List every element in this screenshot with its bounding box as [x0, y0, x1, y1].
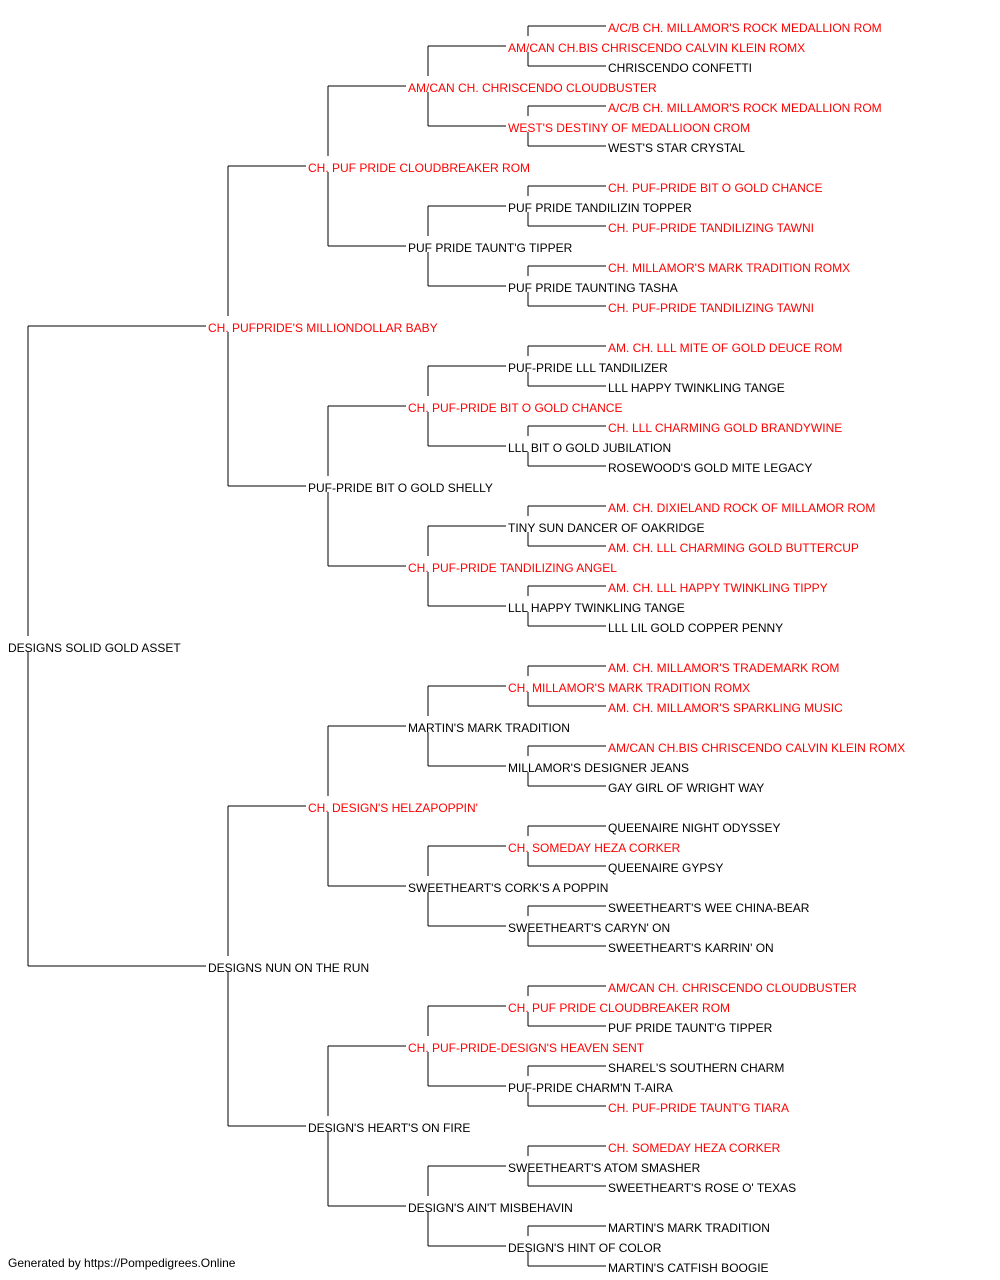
dog-name: A/C/B CH. MILLAMOR'S ROCK MEDALLION ROM: [608, 101, 882, 115]
dog-name: CH. PUF-PRIDE BIT O GOLD CHANCE: [408, 401, 622, 415]
dog-name: TINY SUN DANCER OF OAKRIDGE: [508, 521, 704, 535]
dog-name: SHAREL'S SOUTHERN CHARM: [608, 1061, 784, 1075]
dog-name: LLL HAPPY TWINKLING TANGE: [508, 601, 685, 615]
dog-name: LLL HAPPY TWINKLING TANGE: [608, 381, 785, 395]
dog-name: DESIGN'S AIN'T MISBEHAVIN: [408, 1201, 573, 1215]
dog-name: SWEETHEART'S KARRIN' ON: [608, 941, 774, 955]
dog-name: MARTIN'S MARK TRADITION: [408, 721, 570, 735]
dog-name: AM. CH. MILLAMOR'S TRADEMARK ROM: [608, 661, 839, 675]
dog-name: CH. PUF-PRIDE TANDILIZING TAWNI: [608, 221, 814, 235]
dog-name: CH. MILLAMOR'S MARK TRADITION ROMX: [608, 261, 850, 275]
dog-name: PUF-PRIDE BIT O GOLD SHELLY: [308, 481, 493, 495]
dog-name: CH. SOMEDAY HEZA CORKER: [508, 841, 681, 855]
dog-name: DESIGN'S HINT OF COLOR: [508, 1241, 662, 1255]
footer-credit: Generated by https://Pompedigrees.Online: [8, 1256, 236, 1270]
dog-name: QUEENAIRE NIGHT ODYSSEY: [608, 821, 780, 835]
dog-name: CH. SOMEDAY HEZA CORKER: [608, 1141, 781, 1155]
dog-name: DESIGN'S HEART'S ON FIRE: [308, 1121, 470, 1135]
dog-name: SWEETHEART'S ROSE O' TEXAS: [608, 1181, 796, 1195]
dog-name: PUF-PRIDE CHARM'N T-AIRA: [508, 1081, 673, 1095]
dog-name: AM/CAN CH.BIS CHRISCENDO CALVIN KLEIN RO…: [608, 741, 905, 755]
dog-name: AM. CH. MILLAMOR'S SPARKLING MUSIC: [608, 701, 843, 715]
dog-name: DESIGNS SOLID GOLD ASSET: [8, 641, 181, 655]
dog-name: CH. MILLAMOR'S MARK TRADITION ROMX: [508, 681, 750, 695]
dog-name: AM/CAN CH. CHRISCENDO CLOUDBUSTER: [408, 81, 657, 95]
dog-name: CH. PUF-PRIDE-DESIGN'S HEAVEN SENT: [408, 1041, 645, 1055]
dog-name: SWEETHEART'S ATOM SMASHER: [508, 1161, 701, 1175]
dog-name: CH. PUFPRIDE'S MILLIONDOLLAR BABY: [208, 321, 438, 335]
dog-name: MARTIN'S MARK TRADITION: [608, 1221, 770, 1235]
dog-name: WEST'S STAR CRYSTAL: [608, 141, 745, 155]
dog-name: WEST'S DESTINY OF MEDALLIOON CROM: [508, 121, 750, 135]
dog-name: LLL BIT O GOLD JUBILATION: [508, 441, 671, 455]
dog-name: CH. PUF-PRIDE TAUNT'G TIARA: [608, 1101, 789, 1115]
dog-name: PUF PRIDE TAUNTING TASHA: [508, 281, 678, 295]
dog-name: CH. PUF-PRIDE TANDILIZING TAWNI: [608, 301, 814, 315]
dog-name: SWEETHEART'S WEE CHINA-BEAR: [608, 901, 810, 915]
dog-name: AM/CAN CH. CHRISCENDO CLOUDBUSTER: [608, 981, 857, 995]
dog-name: SWEETHEART'S CORK'S A POPPIN: [408, 881, 608, 895]
dog-name: PUF PRIDE TANDILIZIN TOPPER: [508, 201, 692, 215]
dog-name: SWEETHEART'S CARYN' ON: [508, 921, 670, 935]
dog-name: GAY GIRL OF WRIGHT WAY: [608, 781, 764, 795]
dog-name: CH. PUF-PRIDE TANDILIZING ANGEL: [408, 561, 617, 575]
dog-name: CHRISCENDO CONFETTI: [608, 61, 752, 75]
dog-name: PUF PRIDE TAUNT'G TIPPER: [408, 241, 573, 255]
dog-name: MARTIN'S CATFISH BOOGIE: [608, 1261, 769, 1275]
dog-name: LLL LIL GOLD COPPER PENNY: [608, 621, 783, 635]
dog-name: AM/CAN CH.BIS CHRISCENDO CALVIN KLEIN RO…: [508, 41, 805, 55]
dog-name: AM. CH. LLL CHARMING GOLD BUTTERCUP: [608, 541, 859, 555]
dog-name: CH. PUF PRIDE CLOUDBREAKER ROM: [508, 1001, 730, 1015]
dog-name: QUEENAIRE GYPSY: [608, 861, 723, 875]
dog-name: ROSEWOOD'S GOLD MITE LEGACY: [608, 461, 812, 475]
dog-name: CH. PUF PRIDE CLOUDBREAKER ROM: [308, 161, 530, 175]
dog-name: CH. LLL CHARMING GOLD BRANDYWINE: [608, 421, 842, 435]
dog-name: AM. CH. LLL MITE OF GOLD DEUCE ROM: [608, 341, 842, 355]
dog-name: AM. CH. DIXIELAND ROCK OF MILLAMOR ROM: [608, 501, 875, 515]
dog-name: PUF PRIDE TAUNT'G TIPPER: [608, 1021, 773, 1035]
dog-name: MILLAMOR'S DESIGNER JEANS: [508, 761, 689, 775]
dog-name: CH. DESIGN'S HELZAPOPPIN': [308, 801, 478, 815]
dog-name: PUF-PRIDE LLL TANDILIZER: [508, 361, 668, 375]
dog-name: CH. PUF-PRIDE BIT O GOLD CHANCE: [608, 181, 822, 195]
dog-name: A/C/B CH. MILLAMOR'S ROCK MEDALLION ROM: [608, 21, 882, 35]
dog-name: DESIGNS NUN ON THE RUN: [208, 961, 369, 975]
dog-name: AM. CH. LLL HAPPY TWINKLING TIPPY: [608, 581, 828, 595]
